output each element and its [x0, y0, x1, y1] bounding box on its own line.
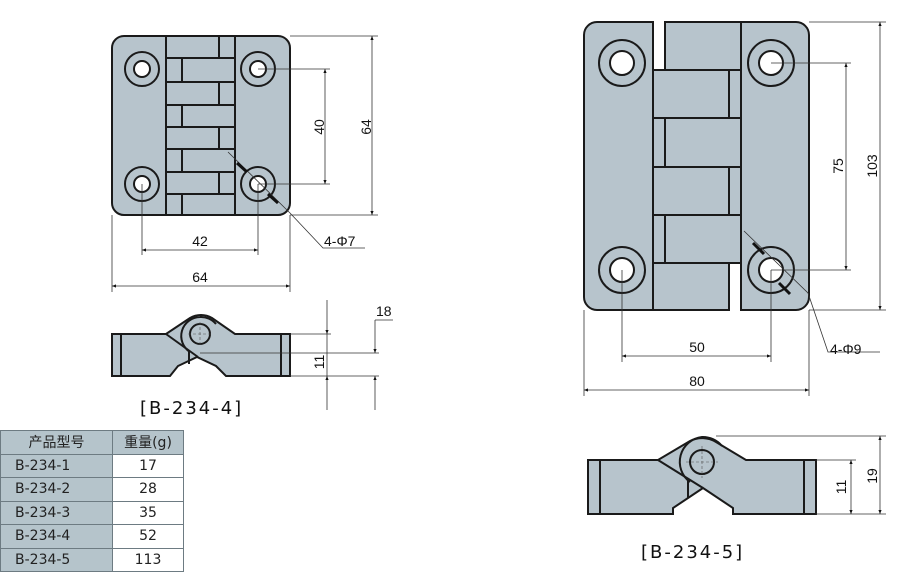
cell-weight: 28: [112, 477, 184, 502]
dim-a-holes: 4-Φ7: [324, 233, 356, 249]
dim-a-height: 64: [358, 119, 374, 135]
cell-model: B-234-5: [0, 547, 113, 572]
hinge-b-side-view: 11 19 [B-234-5]: [587, 435, 886, 563]
dim-a-hole-spacing-v: 40: [311, 119, 327, 135]
cell-model: B-234-4: [0, 524, 113, 549]
dim-a-thickness: 11: [311, 355, 327, 370]
dim-b-thickness: 11: [833, 480, 849, 495]
dim-a-total-height: 18: [376, 303, 392, 319]
cell-weight: 35: [112, 500, 184, 525]
hinge-a-front-view: 40 64 42 64 4-Φ7: [111, 35, 378, 292]
hinge-a-side-view: 11 18 [B-234-4]: [111, 300, 393, 419]
dim-b-height: 103: [864, 154, 880, 178]
dim-b-holes: 4-Φ9: [830, 341, 862, 357]
dim-b-width: 80: [689, 373, 705, 389]
model-a-label: [B-234-4]: [140, 398, 243, 419]
dim-b-total-height: 19: [864, 468, 880, 484]
cell-weight: 17: [112, 453, 184, 478]
cell-weight: 113: [112, 547, 184, 572]
dim-b-hole-spacing-v: 75: [830, 158, 846, 174]
header-model: 产品型号: [0, 430, 113, 455]
hinge-b-front-view: 75 103 50 80 4-Φ9: [583, 21, 886, 396]
cell-weight: 52: [112, 524, 184, 549]
cell-model: B-234-1: [0, 453, 113, 478]
dim-b-hole-spacing-h: 50: [689, 339, 705, 355]
cell-model: B-234-2: [0, 477, 113, 502]
cell-model: B-234-3: [0, 500, 113, 525]
header-weight: 重量(g): [112, 430, 184, 455]
dim-a-hole-spacing-h: 42: [192, 233, 208, 249]
dim-a-width: 64: [192, 269, 208, 285]
table-header-row: 产品型号 重量(g): [0, 430, 184, 455]
model-b-label: [B-234-5]: [641, 542, 744, 563]
